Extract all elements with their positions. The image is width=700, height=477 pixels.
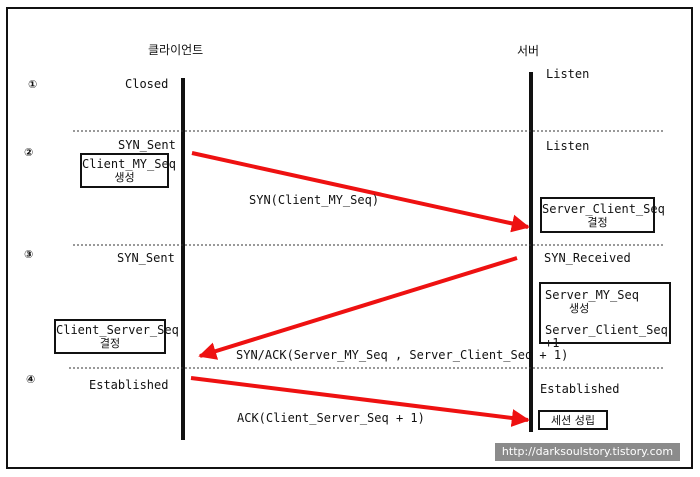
client-header: 클라이언트 (148, 43, 204, 57)
client-seq-action: 생성 (114, 171, 135, 184)
source-watermark: http://darksoulstory.tistory.com (495, 443, 680, 461)
step-marker-3: ③ (24, 248, 34, 261)
diagram-frame (6, 7, 693, 469)
server-client-seq-action: 결정 (587, 216, 608, 229)
server-state-established: Established (540, 382, 620, 396)
client-state-established: Established (89, 378, 169, 392)
server-my-seq-box: Server_MY_Seq 생성 Server_Client_Seq +1 (539, 282, 671, 350)
session-established-box: 세션 성립 (538, 410, 608, 430)
server-my-seq-action: 생성 (569, 302, 590, 315)
server-my-seq-label: Server_MY_Seq (545, 288, 639, 302)
step-marker-4: ④ (26, 373, 36, 386)
client-seq-box: Client_MY_Seq 생성 (80, 153, 176, 188)
syn-ack-arrow (198, 256, 518, 360)
client-server-seq-label: Client_Server_Seq (56, 323, 179, 337)
server-client-seq-plus-one: Server_Client_Seq +1 (545, 323, 668, 350)
server-header: 서버 (517, 44, 540, 58)
step-marker-1: ① (28, 78, 38, 91)
client-state-syn-sent: SYN_Sent (118, 138, 176, 152)
client-seq-label: Client_MY_Seq (82, 157, 176, 171)
syn-arrow (191, 151, 530, 233)
server-state-syn-received: SYN_Received (544, 251, 631, 265)
ack-arrow (190, 376, 530, 427)
syn-message-label: SYN(Client_MY_Seq) (249, 193, 380, 207)
syn-ack-message-label: SYN/ACK(Server_MY_Seq , Server_Client_Se… (236, 348, 569, 362)
client-server-seq-action: 결정 (99, 337, 121, 350)
server-client-seq-box: Server_Client_Seq 결정 (540, 197, 665, 233)
step-marker-2: ② (24, 146, 34, 159)
client-state-syn-sent-2: SYN_Sent (117, 251, 175, 265)
client-server-seq-box: Client_Server_Seq 결정 (54, 319, 179, 354)
client-state-closed: Closed (125, 77, 169, 91)
ack-message-label: ACK(Client_Server_Seq + 1) (237, 411, 425, 425)
server-client-seq-label: Server_Client_Seq (542, 202, 665, 216)
server-state-listen: Listen (546, 67, 590, 81)
server-state-listen-2: Listen (546, 139, 590, 153)
